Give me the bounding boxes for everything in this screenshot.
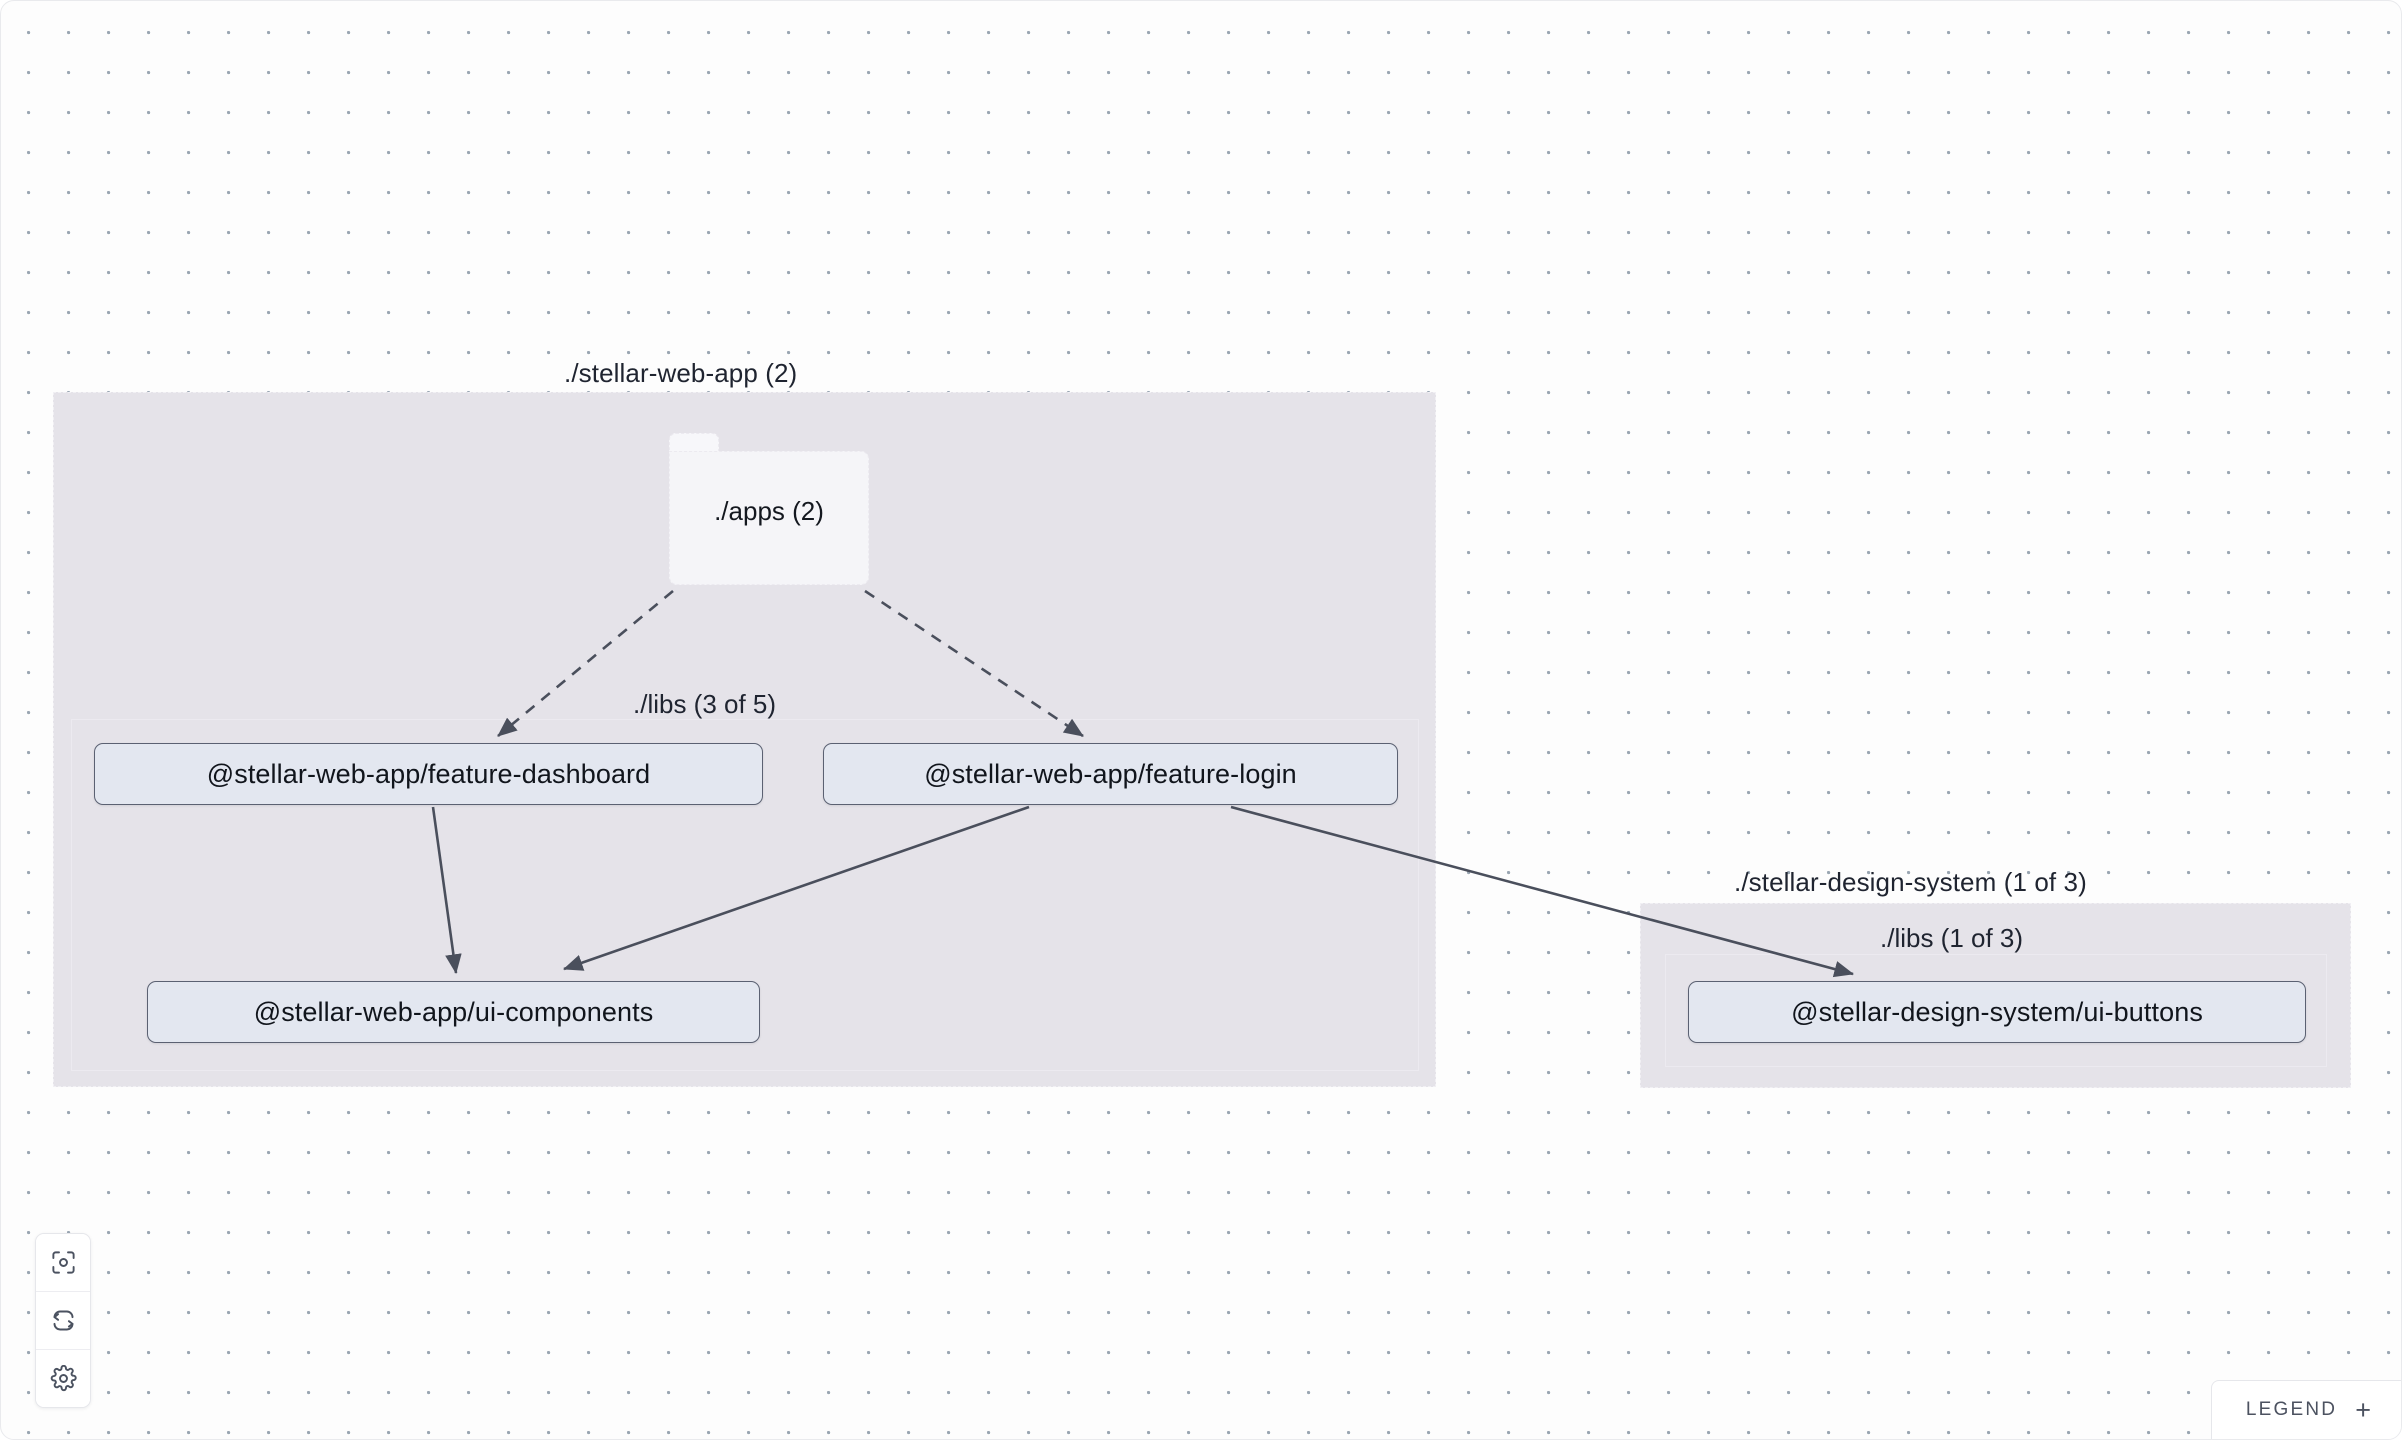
legend-label: LEGEND [2245,1399,2338,1420]
focus-target-icon [50,1249,77,1276]
refresh-icon [50,1307,77,1334]
settings-button[interactable] [36,1350,90,1407]
graph-controls-panel[interactable] [35,1233,91,1408]
folder-tab-icon [669,433,719,455]
directory-label-ds-libs: ./libs (1 of 3) [1880,923,2024,953]
node-label-ui-buttons: @stellar-design-system/ui-buttons [1791,996,2203,1027]
refresh-graph-button[interactable] [36,1292,90,1350]
node-label-ui-components: @stellar-web-app/ui-components [253,996,654,1027]
project-label-stellar-design-system: ./stellar-design-system (1 of 3) [1734,867,2087,897]
node-feature-login[interactable]: @stellar-web-app/feature-login [823,743,1398,805]
project-label-stellar-web-app: ./stellar-web-app (2) [564,358,798,388]
gear-icon [50,1365,77,1392]
node-label-feature-dashboard: @stellar-web-app/feature-dashboard [206,758,651,789]
legend-panel[interactable]: LEGEND + [2210,1380,2401,1439]
directory-label-libs: ./libs (3 of 5) [633,689,777,719]
folder-node-apps[interactable]: ./apps (2) [669,433,869,585]
node-label-feature-login: @stellar-web-app/feature-login [924,758,1297,789]
legend-expand-icon[interactable]: + [2355,1394,2371,1425]
folder-node-label: ./apps (2) [714,495,824,526]
folder-body: ./apps (2) [669,451,869,585]
node-ui-components[interactable]: @stellar-web-app/ui-components [147,981,760,1043]
node-feature-dashboard[interactable]: @stellar-web-app/feature-dashboard [94,743,763,805]
directory-group-ds-libs[interactable] [1665,954,2327,1067]
node-ui-buttons[interactable]: @stellar-design-system/ui-buttons [1688,981,2306,1043]
focus-graph-button[interactable] [36,1234,90,1292]
